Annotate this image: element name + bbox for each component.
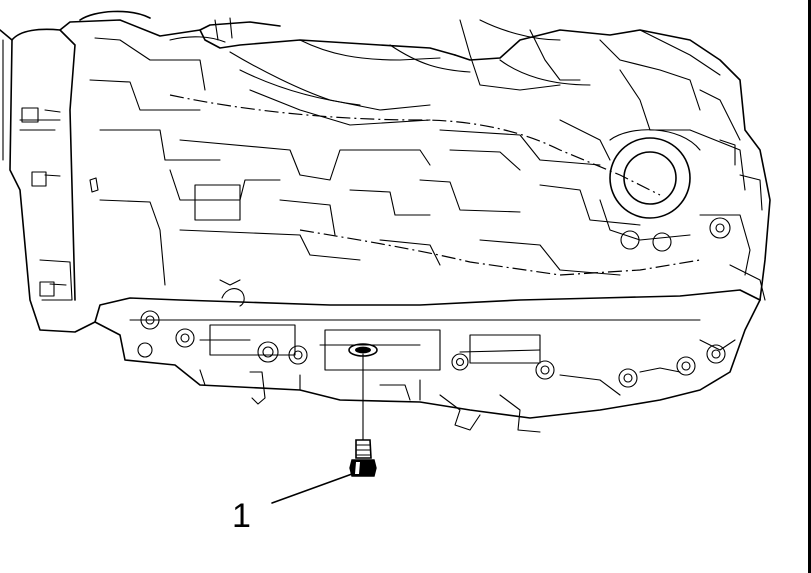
- left-housing-flange: [0, 28, 99, 333]
- callout-number-label: 1: [232, 497, 251, 535]
- callout-leader-line: [271, 473, 353, 504]
- pan-bolts: [137, 310, 726, 388]
- right-output-housing: [599, 129, 766, 301]
- callout-1: 1: [232, 473, 353, 535]
- transmission-case-body: [59, 10, 771, 301]
- case-side-panels: [99, 129, 641, 307]
- drain-plug: [349, 353, 377, 477]
- case-seam-line: [169, 94, 701, 276]
- frame-border: [808, 0, 811, 573]
- oil-pan: [94, 289, 761, 433]
